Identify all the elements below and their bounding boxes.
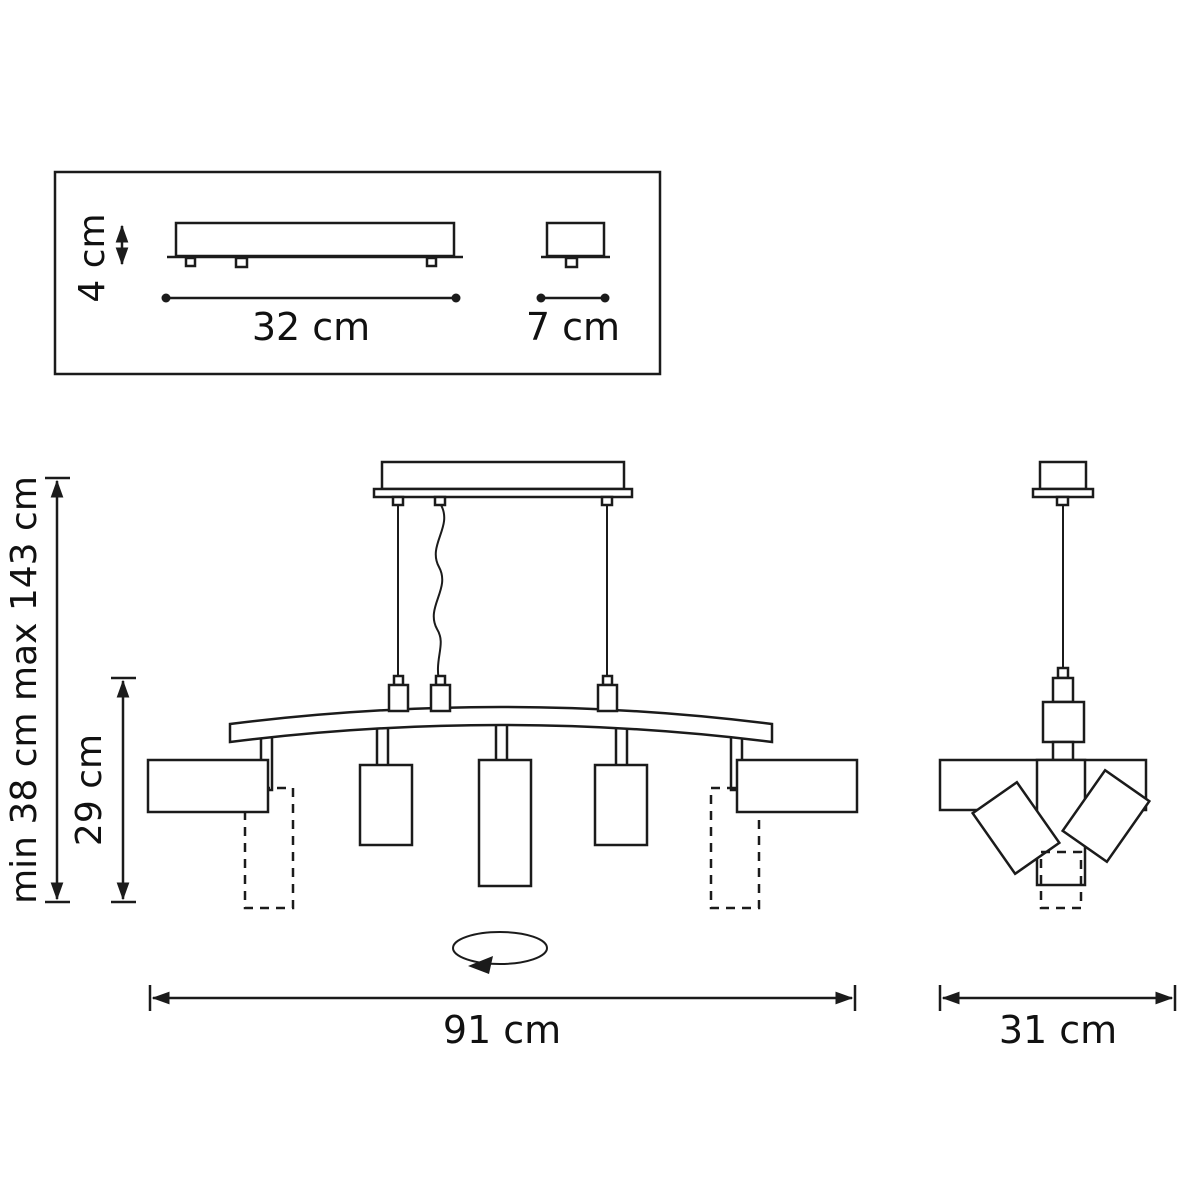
dimension-overall-width: 91 cm [148,985,857,1052]
gripper-nub [1056,666,1070,680]
cable-gripper [1051,676,1075,704]
power-cord-wavy [432,504,446,686]
overall-width-label: 91 cm [443,1008,561,1052]
cable-gland [433,495,447,507]
cable-gripper [387,683,410,713]
cable-gripper [429,683,452,713]
cable-gland [600,495,614,507]
dimension-canopy-depth: 7 cm [526,293,620,349]
canopy-body [174,221,456,258]
dimension-dot [451,293,461,303]
cable-gland [391,495,405,507]
alternate-position-side [1039,850,1083,910]
alternate-position-right [709,786,761,910]
canopy-front-view: 32 cm 4 cm [72,213,463,349]
dimension-body-height: 29 cm [69,676,136,904]
spotlight-heads [146,758,859,888]
canopy-body-side [545,221,606,258]
cable-grippers [387,674,619,713]
mount-foot [425,256,438,268]
dimension-canopy-length: 32 cm [161,293,461,349]
rotation-indicator [452,931,548,974]
canopy-detail-panel: 32 cm 4 cm 7 cm [53,170,662,376]
rotation-arrow-icon [468,956,493,974]
ceiling-plate [372,460,634,507]
cable-gland [1055,495,1070,507]
canopy-depth-label: 7 cm [526,305,620,349]
detail-panel-border [53,170,662,376]
gripper-nub [434,674,447,687]
spotlight-head-left-horizontal [146,758,270,814]
arm-end-block [1041,700,1086,744]
side-elevation [938,460,1152,910]
suspension-cables [397,504,608,686]
spotlight-head-left-vertical [358,763,414,847]
tilted-head-left [970,780,1062,876]
spotlight-head-center [477,758,533,888]
ceiling-plate-side [1031,460,1095,507]
spotlight-head-right-horizontal [735,758,859,814]
gripper-nub [601,674,614,687]
canopy-length-label: 32 cm [252,305,370,349]
ceiling-plate-body-side [1038,460,1088,491]
mount-foot [184,256,197,268]
suspension-height-label: min 38 cm max 143 cm [4,476,45,904]
ceiling-plate-flange [372,487,634,499]
dimension-overall-depth: 31 cm [938,985,1177,1052]
front-elevation [146,460,859,974]
canopy-height-label: 4 cm [72,213,113,302]
canopy-side-view: 7 cm [526,221,620,349]
dimension-canopy-height: 4 cm [72,213,129,303]
curved-arm [228,705,774,744]
side-heads [938,758,1152,910]
dimension-dot [600,293,610,303]
mount-foot [564,256,579,269]
mount-foot [234,256,249,269]
gripper-nub [392,674,405,687]
cable-gripper [596,683,619,713]
side-suspension-fitting [1041,666,1086,764]
spotlight-head-right-vertical [593,763,649,847]
tilted-head-right [1060,768,1152,864]
dimension-dot [161,293,171,303]
ceiling-plate-body [380,460,626,491]
dimension-dot [536,293,546,303]
body-height-label: 29 cm [69,734,110,846]
dimension-suspension-height: min 38 cm max 143 cm [4,476,70,904]
overall-depth-label: 31 cm [999,1008,1117,1052]
rotation-ellipse [452,931,548,965]
